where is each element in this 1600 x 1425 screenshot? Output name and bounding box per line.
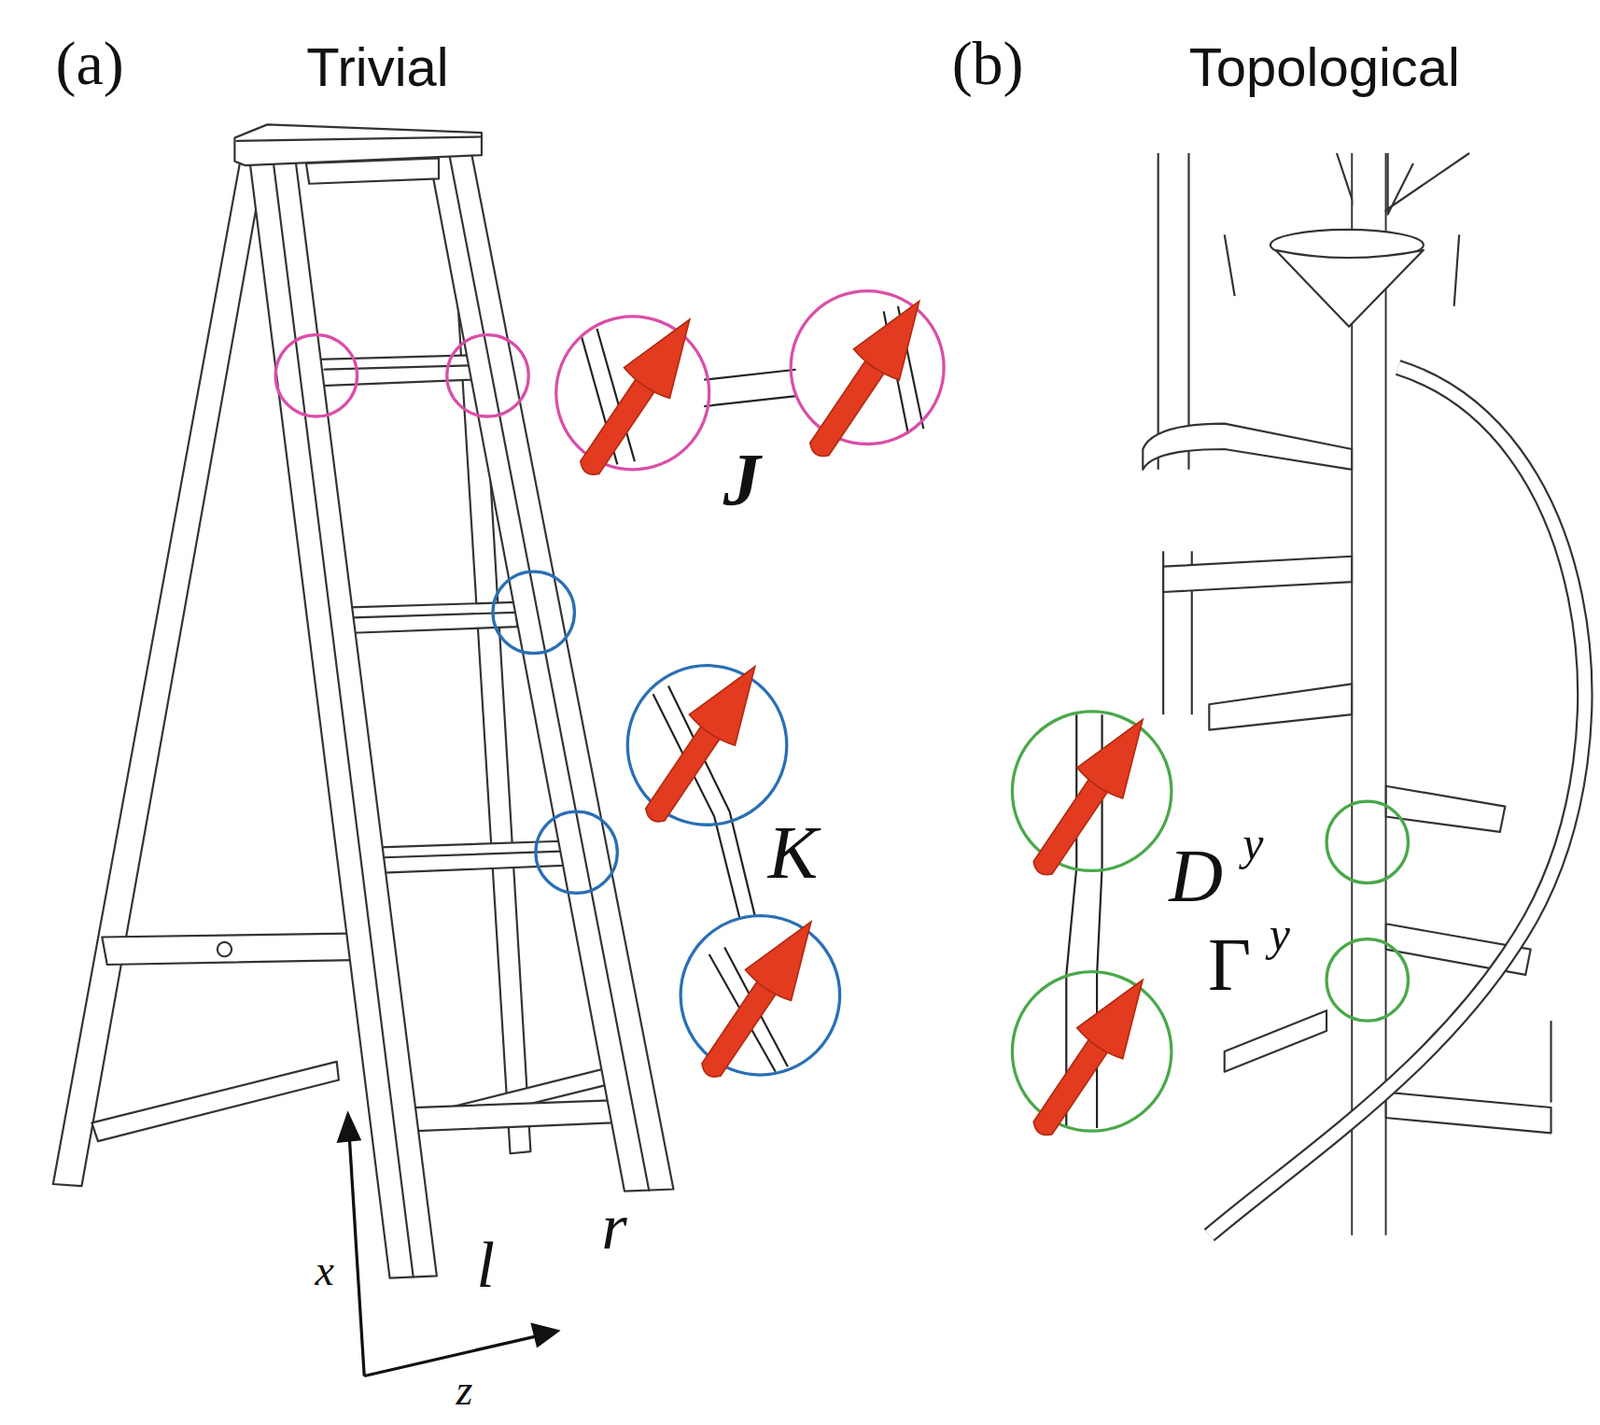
axis-label: x [314,1249,334,1292]
panel-title: Topological [1189,40,1460,95]
superscript: y [1269,910,1291,957]
superscript: y [1242,819,1264,867]
panel-letter: (b) [952,32,1025,95]
coupling-label: D [1168,838,1223,913]
leg-label: r [601,1193,627,1260]
leg-label: l [477,1232,495,1298]
axis-label: z [455,1368,473,1412]
coupling-label: Γ [1207,926,1251,1002]
coupling-label: K [768,814,818,890]
coupling-label: J [723,442,761,518]
panel-title: Trivial [306,40,450,95]
panel-letter: (a) [56,32,125,95]
